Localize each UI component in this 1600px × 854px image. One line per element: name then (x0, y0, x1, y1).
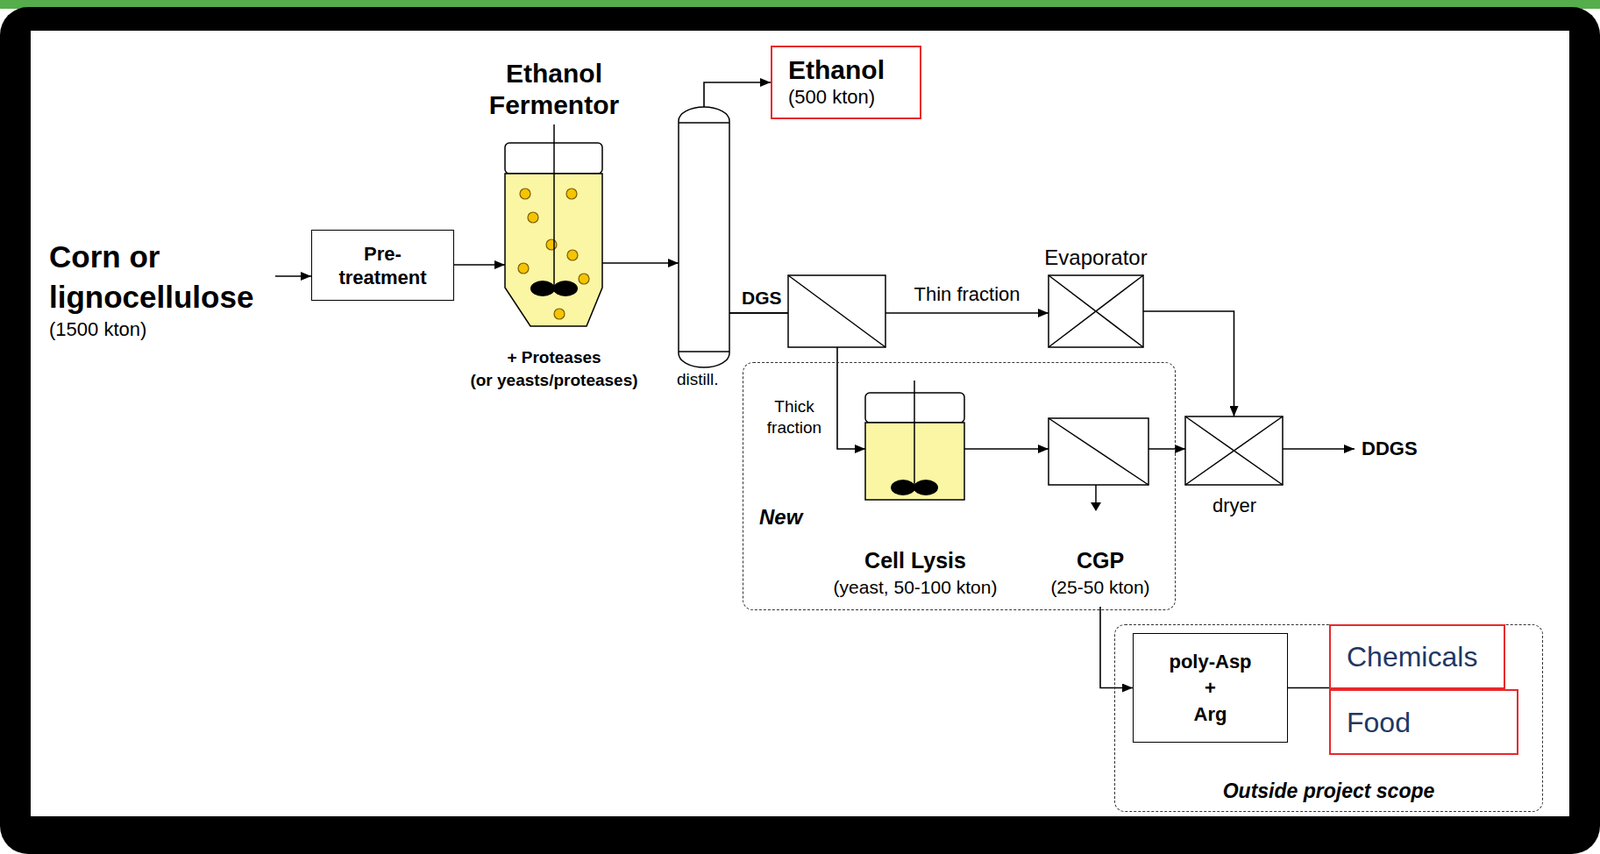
output-arrow-head (1090, 502, 1102, 512)
column-shell (678, 106, 730, 368)
separator-diagonal (788, 275, 886, 348)
column-seam (678, 121, 730, 124)
feedstock-name: Corn or lignocellulose (49, 236, 271, 318)
product-name: Ethanol (788, 55, 885, 86)
product-box: Ethanol(500 kton) (770, 45, 922, 120)
output-arrow (1095, 484, 1097, 505)
dryer-unit: dryer (1179, 412, 1290, 527)
flow-connector (964, 448, 1049, 450)
separator-box (788, 275, 886, 348)
process-name: poly-Asp + Arg (1149, 648, 1273, 728)
region-title: Outside project scope (1114, 778, 1544, 804)
yeast-cell (578, 273, 590, 285)
flow-connector (1100, 606, 1133, 689)
evaporator-unit: Evaporator (1034, 241, 1158, 351)
lysis-vessel: Cell Lysis(yeast, 50-100 kton) (805, 375, 1025, 605)
unit-cross (1048, 275, 1144, 348)
fermentor-vessel: Ethanol Fermentor + Proteases(or yeasts/p… (440, 54, 669, 406)
product-name: Chemicals (1346, 639, 1478, 675)
unit-cross (1185, 416, 1283, 485)
flow-connector (275, 275, 312, 278)
quantity: (25-50 kton) (1034, 575, 1167, 599)
flow-connector (602, 262, 679, 264)
product-box: Chemicals (1329, 624, 1506, 690)
yeast-cell (527, 212, 539, 223)
unit-box (1048, 418, 1149, 485)
distillation-column: distill. (671, 103, 737, 393)
feedstock-label: Corn or lignocellulose(1500 kton) (49, 236, 271, 342)
yeast-cell (554, 308, 565, 320)
flow-connector (1287, 687, 1330, 690)
black-frame (0, 7, 1600, 854)
impeller-blade (553, 280, 578, 297)
white-panel (30, 30, 1570, 817)
quantity: (500 kton) (788, 85, 875, 110)
yeast-cell (546, 239, 557, 250)
flow-connector (1148, 448, 1186, 450)
unit-box (1185, 416, 1283, 485)
product-name: CGP (1034, 547, 1167, 574)
product-label: DDGS (1361, 436, 1418, 462)
unit-drawing (1034, 412, 1167, 605)
flow-connector (704, 82, 771, 107)
stream-label: Thick fraction (757, 396, 832, 439)
stream-label: Thin fraction (910, 283, 1024, 306)
yeast-cell (567, 249, 578, 261)
stirrer-shaft (553, 124, 555, 289)
vessel-title: Cell Lysis (805, 547, 1025, 574)
dashed-region: Outside project scope poly-Asp + Arg Chemi… (1114, 624, 1544, 812)
stirrer-shaft (913, 380, 916, 488)
yeast-cell (566, 188, 577, 200)
process-box: Pre- treatment (311, 229, 455, 301)
impeller-blade (913, 479, 939, 496)
region-title: New (759, 504, 821, 530)
additive-label: + Proteases (440, 347, 669, 369)
column-seam (678, 350, 730, 353)
additive-label: (or yeasts/proteases) (440, 369, 669, 392)
yeast-cell (518, 263, 529, 274)
unit-diagonal (1048, 418, 1149, 485)
process-name: Pre- treatment (326, 241, 441, 290)
unit-drawing (671, 103, 737, 393)
product-name: Food (1346, 704, 1411, 740)
impeller-blade (890, 479, 916, 496)
product-name: DDGS (1361, 436, 1418, 462)
unit-label: dryer (1179, 494, 1290, 518)
unit-cross (1048, 275, 1144, 348)
separator-unit: CGP(25-50 kton) (1034, 412, 1167, 605)
impeller-blade (530, 280, 555, 297)
unit-label: Evaporator (1034, 245, 1158, 271)
column-label: distill. (676, 369, 737, 391)
product-box: Food (1329, 689, 1519, 755)
unit-cross (1185, 416, 1283, 485)
process-box: poly-Asp + Arg (1132, 632, 1288, 743)
quantity: (1500 kton) (49, 317, 271, 342)
vessel-title: Ethanol Fermentor (440, 57, 669, 121)
unit-box (1048, 275, 1144, 348)
quantity: (yeast, 50-100 kton) (805, 575, 1025, 599)
yeast-cell (519, 188, 531, 200)
flow-connector (1282, 448, 1355, 450)
stream-label: DGS (741, 286, 783, 310)
flow-connector (1143, 311, 1235, 417)
flow-connector (454, 263, 505, 266)
